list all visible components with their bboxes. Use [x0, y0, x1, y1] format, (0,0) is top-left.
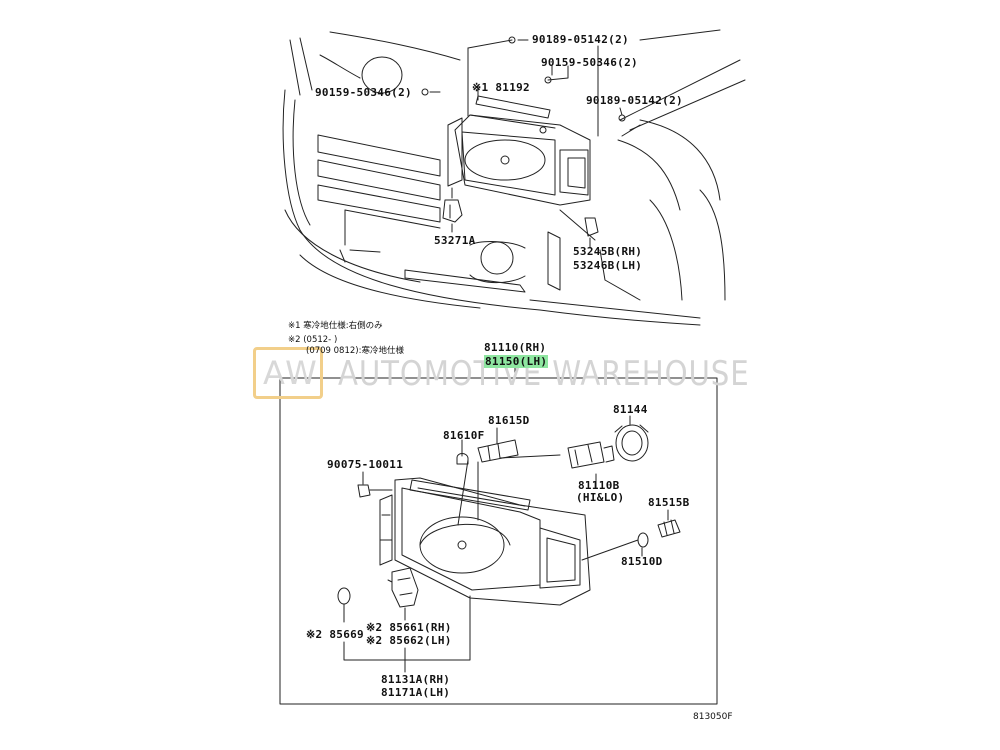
part-label-53245B[interactable]: 53245B(RH)	[573, 245, 643, 258]
part-label-90159-right[interactable]: 90159-50346(2)	[541, 56, 638, 69]
note-2-line1: ※2 (0512- )	[288, 335, 338, 345]
part-label-90159-left[interactable]: 90159-50346(2)	[315, 86, 412, 99]
part-label-81110-rh[interactable]: 81110(RH)	[484, 341, 547, 354]
part-label-90189-top[interactable]: 90189-05142(2)	[532, 33, 629, 46]
note-2-line2: (0709 0812):寒冷地仕様	[306, 346, 404, 356]
part-label-81131A[interactable]: 81131A(RH)	[381, 673, 451, 686]
part-label-90189-right[interactable]: 90189-05142(2)	[586, 94, 683, 107]
part-label-81515B[interactable]: 81515B	[648, 496, 690, 509]
headlamp-exploded-illustration	[337, 415, 681, 673]
watermark-abbr: AW	[263, 354, 319, 392]
part-label-90075[interactable]: 90075-10011	[327, 458, 404, 471]
part-label-85661[interactable]: ※2 85661(RH)	[366, 621, 452, 634]
part-label-81171A[interactable]: 81171A(LH)	[381, 686, 451, 699]
part-label-53246B[interactable]: 53246B(LH)	[573, 259, 643, 272]
part-label-81150-lh[interactable]: 81150(LH)	[484, 355, 549, 368]
part-label-85662[interactable]: ※2 85662(LH)	[366, 634, 452, 647]
part-label-81144[interactable]: 81144	[613, 403, 648, 416]
part-label-53271A[interactable]: 53271A	[434, 234, 476, 247]
part-label-81610F[interactable]: 81610F	[443, 429, 485, 442]
part-label-81510D[interactable]: 81510D	[621, 555, 663, 568]
part-label-85669[interactable]: ※2 85669	[306, 628, 364, 641]
part-label-81110B-sub: (HI&LO)	[576, 491, 625, 504]
figure-code: 813050F	[693, 712, 733, 722]
note-1: ※1 寒冷地仕様:右側のみ	[288, 321, 383, 331]
part-label-81150-highlight[interactable]: 81150(LH)	[484, 355, 549, 368]
vehicle-front-illustration	[282, 29, 746, 326]
part-label-81110B[interactable]: 81110B	[578, 479, 620, 492]
part-label-81192[interactable]: ※1 81192	[472, 81, 530, 94]
headlamp-assembly-frame	[279, 367, 718, 705]
watermark-logo-box	[253, 347, 323, 399]
part-label-81615D[interactable]: 81615D	[488, 414, 530, 427]
